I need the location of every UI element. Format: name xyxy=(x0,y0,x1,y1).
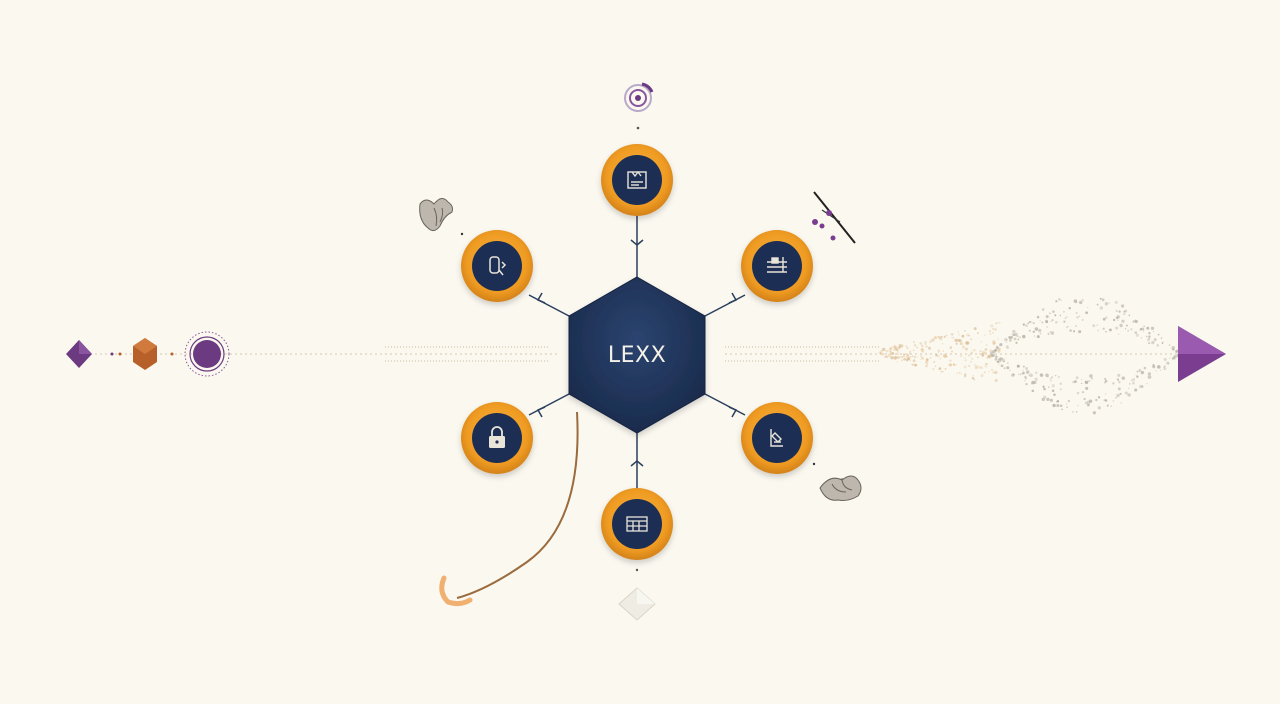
curved-hook-icon xyxy=(439,411,579,607)
satellite-node-lower-right[interactable] xyxy=(741,402,813,474)
purple-sun-icon xyxy=(184,331,230,377)
hub-label: LEXX xyxy=(608,343,666,368)
lock-icon xyxy=(489,426,505,448)
horizontal-axis xyxy=(90,346,1180,362)
hub-node[interactable]: LEXX xyxy=(568,276,706,434)
orange-hexagon-icon xyxy=(133,338,157,370)
satellite-node-upper-left[interactable] xyxy=(461,230,533,302)
paw-sketch-icon xyxy=(812,462,862,501)
satellite-node-top[interactable] xyxy=(601,144,673,216)
spoke-lower-left xyxy=(528,393,570,416)
satellite-node-upper-right[interactable] xyxy=(741,230,813,302)
spoke-upper-left xyxy=(528,294,570,317)
film-frame-icon xyxy=(627,170,647,189)
spokes xyxy=(528,215,746,492)
spoke-lower-right xyxy=(704,393,746,416)
white-diamond-icon xyxy=(618,568,656,621)
document-edit-icon xyxy=(770,429,783,447)
swirl-orb-icon xyxy=(624,82,654,130)
sliders-icon xyxy=(767,257,787,273)
particle-trail xyxy=(879,297,1181,415)
left-markers xyxy=(66,331,230,377)
purple-arrowhead-icon[interactable] xyxy=(1178,326,1226,382)
purple-diamond-icon xyxy=(66,340,92,368)
search-tag-icon xyxy=(489,256,507,276)
satellite-node-bottom[interactable] xyxy=(601,488,673,560)
hand-sketch-icon xyxy=(419,198,464,236)
calendar-grid-icon xyxy=(626,516,648,532)
satellite-node-lower-left[interactable] xyxy=(461,402,533,474)
crossed-stick-icon xyxy=(812,191,856,244)
spoke-upper-right xyxy=(704,294,746,317)
satellite-nodes xyxy=(461,144,813,560)
